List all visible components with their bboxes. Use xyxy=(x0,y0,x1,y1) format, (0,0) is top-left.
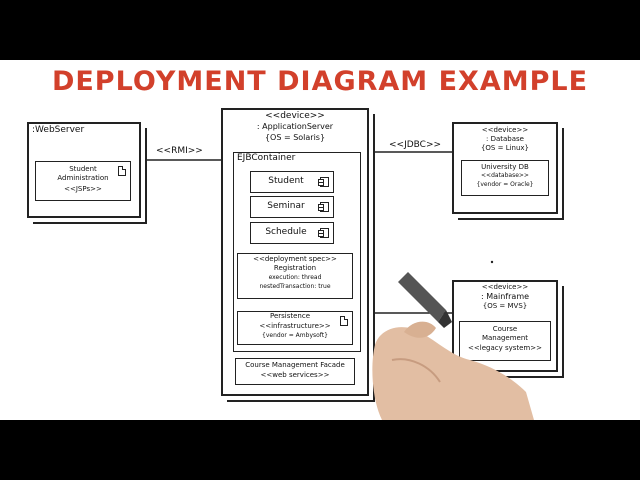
schedule-component: Schedule xyxy=(250,222,334,244)
facade-name: Course Management Facade xyxy=(245,361,345,369)
artifact-name-line1: Student xyxy=(69,165,97,173)
whiteboard: DEPLOYMENT DIAGRAM EXAMPLE <<RMI>> <<JDB… xyxy=(0,60,640,420)
artifact-icon xyxy=(118,166,126,176)
rmi-label: <<RMI>> xyxy=(156,146,203,156)
ejb-container-name: EJBContainer xyxy=(237,153,296,163)
database-constraint: {OS = Linux} xyxy=(480,144,530,152)
database-stereotype: <<device>> xyxy=(481,126,529,134)
component-label: Student xyxy=(268,176,304,186)
jdbc-label: <<JDBC>> xyxy=(389,140,442,150)
component-icon xyxy=(318,202,329,212)
mainframe-name: : Mainframe xyxy=(480,292,530,301)
course-management-facade: Course Management Facade <<web services>… xyxy=(235,358,355,385)
mainframe-stereotype: <<device>> xyxy=(481,283,529,291)
course-management-line1: Course xyxy=(492,325,518,333)
persistence-artifact: Persistence <<infrastructure>> {vendor =… xyxy=(237,311,353,345)
course-management-line2: Management xyxy=(481,334,529,342)
course-management-artifact: Course Management <<legacy system>> xyxy=(459,321,551,361)
artifact-name-line2: Administration xyxy=(57,174,109,182)
student-administration-artifact: Student Administration <<JSPs>> xyxy=(35,161,131,201)
component-label: Seminar xyxy=(267,201,305,211)
seminar-component: Seminar xyxy=(250,196,334,218)
application-server-node: <<device>> : ApplicationServer {OS = Sol… xyxy=(221,108,369,396)
persistence-name: Persistence xyxy=(269,312,311,320)
deployment-spec-line1: execution: thread xyxy=(268,274,322,281)
presenter-hand xyxy=(372,260,534,420)
ejb-container: EJBContainer Student Seminar Schedule <<… xyxy=(233,152,361,352)
deployment-spec-stereotype: <<deployment spec>> xyxy=(253,255,337,263)
persistence-stereotype: <<infrastructure>> xyxy=(259,322,331,330)
student-component: Student xyxy=(250,171,334,193)
component-icon xyxy=(318,228,329,238)
university-db-name: University DB xyxy=(481,163,529,171)
university-db-artifact: University DB <<database>> {vendor = Ora… xyxy=(461,160,549,196)
artifact-icon xyxy=(340,316,348,326)
appserver-name: : ApplicationServer xyxy=(256,122,334,131)
mainframe-constraint: {OS = MVS} xyxy=(482,302,528,310)
appserver-constraint: {OS = Solaris} xyxy=(264,133,326,142)
deployment-spec: <<deployment spec>> Registration executi… xyxy=(237,253,353,299)
deployment-spec-line2: nestedTransaction: true xyxy=(259,283,331,290)
database-name: : Database xyxy=(486,135,524,143)
artifact-stereotype: <<JSPs>> xyxy=(64,185,102,193)
thumb-shape xyxy=(404,321,436,338)
webserver-name: :WebServer xyxy=(32,125,85,135)
component-label: Schedule xyxy=(265,227,307,237)
deployment-spec-name: Registration xyxy=(273,264,317,272)
marker-tip xyxy=(438,310,452,328)
course-management-stereotype: <<legacy system>> xyxy=(468,344,542,352)
component-icon xyxy=(318,177,329,187)
hand-shape xyxy=(372,327,534,420)
marker-body xyxy=(398,272,446,322)
appserver-stereotype: <<device>> xyxy=(265,111,325,121)
finger-shadow xyxy=(391,358,441,383)
persistence-tag: {vendor = Ambysoft} xyxy=(262,332,328,339)
webserver-node: :WebServer Student Administration <<JSPs… xyxy=(27,122,141,218)
facade-stereotype: <<web services>> xyxy=(260,371,330,379)
university-db-stereotype: <<database>> xyxy=(481,172,529,179)
database-node: <<device>> : Database {OS = Linux} Unive… xyxy=(452,122,558,214)
mainframe-node: <<device>> : Mainframe {OS = MVS} Course… xyxy=(452,280,558,372)
diagram-title: DEPLOYMENT DIAGRAM EXAMPLE xyxy=(51,66,589,97)
university-db-tag: {vendor = Oracle} xyxy=(476,181,534,188)
marker-dot xyxy=(490,260,494,264)
